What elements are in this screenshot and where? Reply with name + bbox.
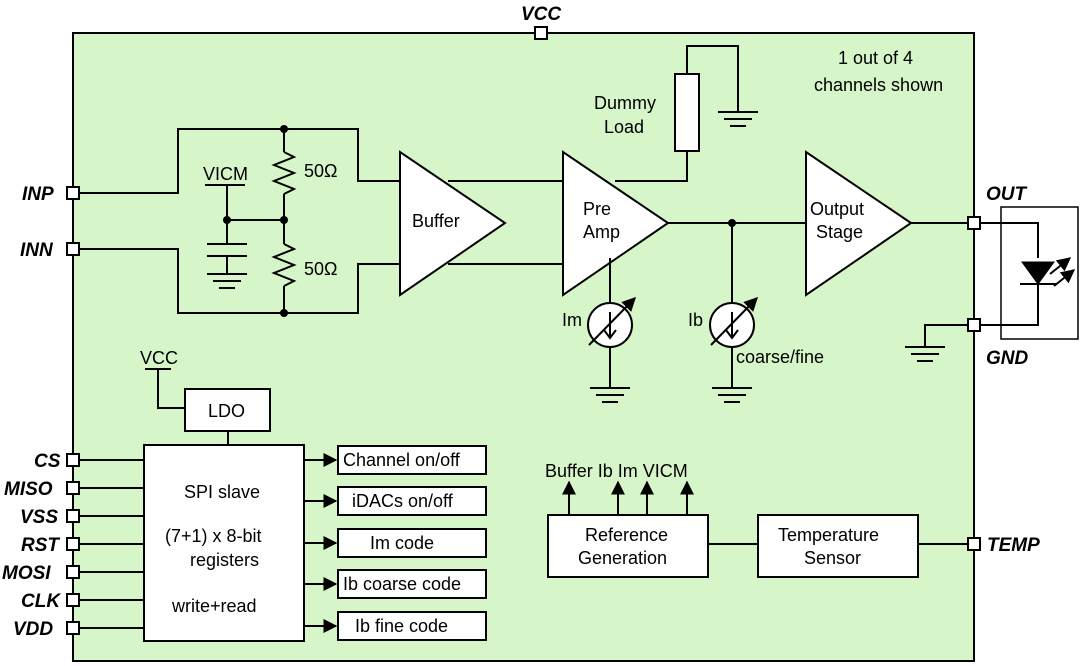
pin-label-temp: TEMP bbox=[987, 535, 1040, 556]
reference-generation-line1: Reference bbox=[585, 525, 668, 545]
channels-note-line1: 1 out of 4 bbox=[838, 48, 913, 68]
pin-vcc bbox=[534, 26, 548, 40]
pin-label-rst: RST bbox=[21, 535, 60, 556]
channels-note-line2: channels shown bbox=[814, 75, 943, 95]
pin-label-inn: INN bbox=[20, 240, 54, 261]
pin-mosi bbox=[66, 565, 80, 579]
im-current-source bbox=[587, 258, 636, 403]
dummy-load bbox=[615, 45, 758, 182]
pin-miso bbox=[66, 481, 80, 495]
dummy-load-label-line2: Load bbox=[604, 117, 644, 137]
pin-temp bbox=[967, 537, 981, 551]
im-label: Im bbox=[562, 310, 582, 330]
pin-label-vss: VSS bbox=[20, 507, 58, 528]
pin-label-mosi: MOSI bbox=[2, 563, 51, 584]
register-2-label: iDACs on/off bbox=[352, 491, 454, 511]
ib-current-source bbox=[709, 223, 758, 403]
input-network bbox=[79, 125, 400, 317]
reference-outputs-label: Buffer Ib Im VICM bbox=[545, 461, 688, 481]
buffer-label: Buffer bbox=[412, 211, 460, 231]
pin-label-inp: INP bbox=[22, 184, 54, 205]
buffer-amplifier bbox=[399, 150, 507, 297]
pin-label-gnd: GND bbox=[986, 348, 1029, 369]
register-ib-fine-code bbox=[337, 611, 487, 641]
pin-clk bbox=[66, 593, 80, 607]
temperature-sensor-block bbox=[757, 514, 919, 578]
ldo-vcc-label: VCC bbox=[140, 348, 178, 368]
output-stage-label-line1: Output bbox=[810, 199, 864, 219]
reference-generation-block bbox=[547, 514, 709, 578]
pin-label-out: OUT bbox=[986, 184, 1028, 205]
spi-label-line1: SPI slave bbox=[184, 482, 260, 502]
preamp-label-line2: Amp bbox=[583, 222, 620, 242]
reference-output-arrows bbox=[562, 480, 694, 515]
register-3-label: Im code bbox=[370, 533, 434, 553]
ldo-block bbox=[184, 388, 271, 432]
reference-generation-line2: Generation bbox=[578, 548, 667, 568]
register-5-label: Ib fine code bbox=[355, 616, 448, 636]
ib-label: Ib bbox=[688, 310, 703, 330]
pin-rst bbox=[66, 537, 80, 551]
pin-label-cs: CS bbox=[34, 451, 61, 472]
spi-pin-wires bbox=[79, 459, 144, 629]
pin-label-clk: CLK bbox=[21, 591, 61, 612]
pin-cs bbox=[66, 453, 80, 467]
preamp-amplifier bbox=[562, 150, 670, 297]
register-channel-onoff bbox=[337, 445, 487, 475]
resistor-top-label: 50Ω bbox=[304, 161, 337, 181]
register-4-label: Ib coarse code bbox=[343, 574, 461, 594]
ldo-wiring bbox=[145, 368, 229, 445]
spi-label-line4: write+read bbox=[171, 596, 257, 616]
pin-gnd bbox=[967, 318, 981, 332]
pin-out bbox=[967, 216, 981, 230]
pin-label-miso: MISO bbox=[4, 479, 53, 500]
register-1-label: Channel on/off bbox=[343, 450, 461, 470]
output-stage-amplifier bbox=[805, 150, 913, 297]
register-arrows bbox=[304, 453, 338, 633]
dummy-load-label-line1: Dummy bbox=[594, 93, 656, 113]
temperature-sensor-line1: Temperature bbox=[778, 525, 879, 545]
pin-inn bbox=[66, 242, 80, 256]
preamp-label-line1: Pre bbox=[583, 199, 611, 219]
pin-label-vdd: VDD bbox=[13, 619, 53, 640]
pin-inp bbox=[66, 186, 80, 200]
register-idacs-onoff bbox=[337, 486, 487, 516]
vicm-label: VICM bbox=[203, 164, 248, 184]
spi-label-line3: registers bbox=[190, 550, 259, 570]
pin-vss bbox=[66, 509, 80, 523]
spi-label-line2: (7+1) x 8-bit bbox=[165, 526, 262, 546]
pin-vdd bbox=[66, 621, 80, 635]
temperature-sensor-line2: Sensor bbox=[804, 548, 861, 568]
ldo-label: LDO bbox=[208, 401, 245, 421]
register-im-code bbox=[337, 528, 487, 558]
external-ground bbox=[905, 324, 968, 362]
coarse-fine-label: coarse/fine bbox=[736, 347, 824, 367]
register-ib-coarse-code bbox=[337, 569, 487, 599]
pin-label-vcc: VCC bbox=[521, 4, 561, 25]
output-stage-label-line2: Stage bbox=[816, 222, 863, 242]
resistor-bottom-label: 50Ω bbox=[304, 259, 337, 279]
external-led bbox=[980, 206, 1079, 340]
